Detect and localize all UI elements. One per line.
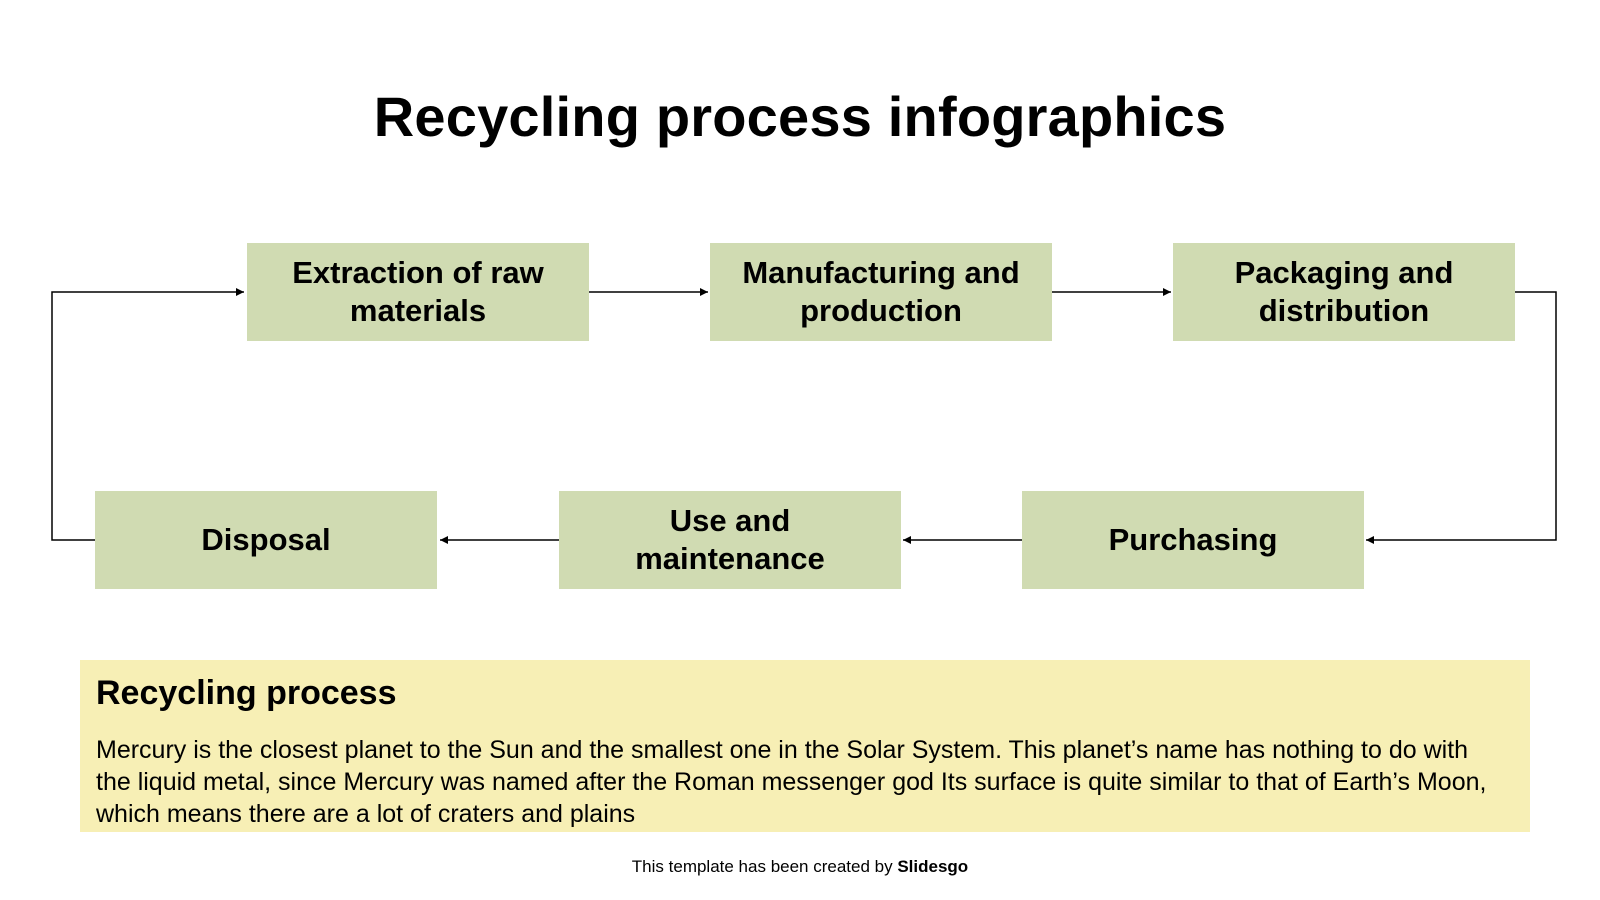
step-label: Extraction of raw materials [292, 255, 544, 328]
info-box: Recycling process Mercury is the closest… [80, 660, 1530, 832]
arrow-disposal-to-extraction [51, 288, 244, 541]
step-label: Disposal [201, 522, 331, 557]
credit-prefix: This template has been created by [631, 857, 898, 876]
step-extraction-of-raw-materials: Extraction of raw materials [247, 243, 589, 341]
template-credit: This template has been created by Slides… [0, 856, 1600, 878]
step-disposal: Disposal [95, 491, 437, 589]
step-label: Use and maintenance [635, 503, 825, 576]
step-label: Packaging and distribution [1234, 255, 1454, 328]
step-label: Purchasing [1108, 522, 1278, 557]
step-packaging-and-distribution: Packaging and distribution [1173, 243, 1515, 341]
step-purchasing: Purchasing [1022, 491, 1364, 589]
info-body: Mercury is the closest planet to the Sun… [96, 736, 1487, 828]
step-label: Manufacturing and production [742, 255, 1020, 328]
step-use-and-maintenance: Use and maintenance [559, 491, 901, 589]
credit-brand-link[interactable]: Slidesgo [897, 857, 969, 876]
info-heading: Recycling process [96, 674, 397, 712]
page-title: Recycling process infographics [373, 85, 1227, 148]
step-manufacturing-and-production: Manufacturing and production [710, 243, 1052, 341]
arrow-packaging-to-purchasing [1366, 291, 1557, 544]
